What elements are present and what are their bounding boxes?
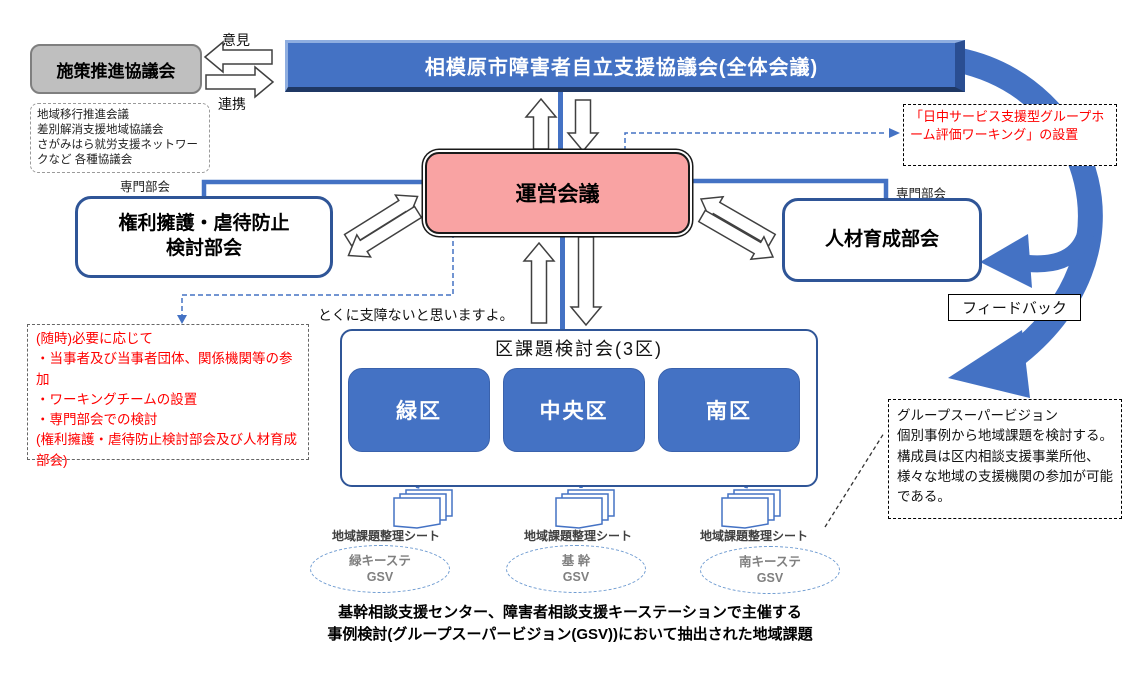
cooperation-right-arrow-icon: [205, 65, 275, 99]
up-arrow-wards-to-steering-icon: [522, 241, 556, 324]
gsv-note-box: グループスーパービジョン 個別事例から地域課題を検討する。構成員は区内相談支援事…: [888, 399, 1122, 519]
dashed-link-to-gh-note: [624, 132, 886, 151]
gsv-ellipse-midori: 緑キーステ GSV: [310, 545, 450, 593]
down-arrow-steering-to-wards-icon: [569, 236, 603, 327]
steering-meeting-box: 運営会議: [425, 152, 690, 234]
casual-comment: とくに支障ないと思いますよ。: [318, 307, 514, 323]
up-arrow-steering-to-banner-icon: [524, 97, 558, 150]
ward-meeting-title: 区課題検討会(3区): [495, 339, 663, 359]
diagonal-arrow-left-down-icon: [347, 205, 423, 258]
main-council-banner: 相模原市障害者自立支援協議会(全体会議): [285, 40, 965, 92]
main-council-title: 相模原市障害者自立支援協議会(全体会議): [424, 56, 819, 79]
policy-council-box: 施策推進協議会: [30, 44, 202, 94]
connector-steering-to-right-committee: [690, 178, 889, 200]
steering-meeting-title: 運営会議: [515, 183, 600, 206]
feedback-label-box: フィードバック: [948, 294, 1081, 321]
feedback-curve-inner-arrowhead-icon: [980, 234, 1032, 288]
diagonal-arrow-right-down-icon: [697, 209, 775, 261]
feedback-curve-outer-arrowhead-icon: [948, 330, 1030, 398]
cooperation-label: 連携: [218, 96, 246, 112]
left-senmon-tag: 専門部会: [120, 180, 171, 194]
related-councils-box: 地域移行推進会議 差別解消支援地域協議会 さがみはら就労支援ネットワー クなど …: [30, 103, 210, 173]
opinion-left-arrow-icon: [203, 40, 273, 74]
sheet-label-1: 地域課題整理シート: [331, 529, 440, 543]
ward-box-minami: 南区: [658, 368, 800, 452]
policy-council-title: 施策推進協議会: [56, 61, 176, 81]
gsv-ellipse-minami: 南キーステ GSV: [700, 546, 840, 594]
sheet-label-3: 地域課題整理シート: [699, 529, 808, 543]
feedback-curve-inner: [1014, 175, 1097, 273]
gsv-ellipse-kikan: 基 幹 GSV: [506, 545, 646, 593]
right-senmon-tag: 専門部会: [896, 187, 947, 201]
ward-box-midori: 緑区: [348, 368, 490, 452]
dashed-link-ellipse-to-gsv-note: [824, 432, 885, 528]
document-stack-1-icon: [393, 489, 453, 529]
hr-development-committee-title: 人材育成部会: [824, 228, 939, 250]
dashed-link-to-gh-note-arrowhead-icon: [889, 128, 900, 138]
down-arrow-banner-to-steering-icon: [566, 99, 600, 153]
document-stack-2-icon: [555, 489, 615, 529]
opinion-label: 意見: [222, 32, 250, 48]
connector-steering-to-left-committee: [201, 179, 425, 198]
gh-working-note-box: 「日中サービス支援型グループホーム評価ワーキング」の設置: [903, 104, 1117, 166]
document-stack-3-icon: [721, 489, 781, 529]
sheet-label-2: 地域課題整理シート: [523, 529, 632, 543]
rights-protection-committee-box: 権利擁護・虐待防止 検討部会: [75, 196, 333, 278]
ward-box-chuo: 中央区: [503, 368, 645, 452]
hr-development-committee-box: 人材育成部会: [782, 198, 982, 282]
asneeded-note-box: (随時)必要に応じて ・当事者及び当事者団体、関係機関等の参加 ・ワーキングチー…: [27, 324, 309, 468]
dashed-link-to-asneeded-note-arrowhead-icon: [177, 315, 187, 324]
bottom-note: 基幹相談支援センター、障害者相談支援キーステーションで主催する 事例検討(グルー…: [327, 604, 813, 643]
